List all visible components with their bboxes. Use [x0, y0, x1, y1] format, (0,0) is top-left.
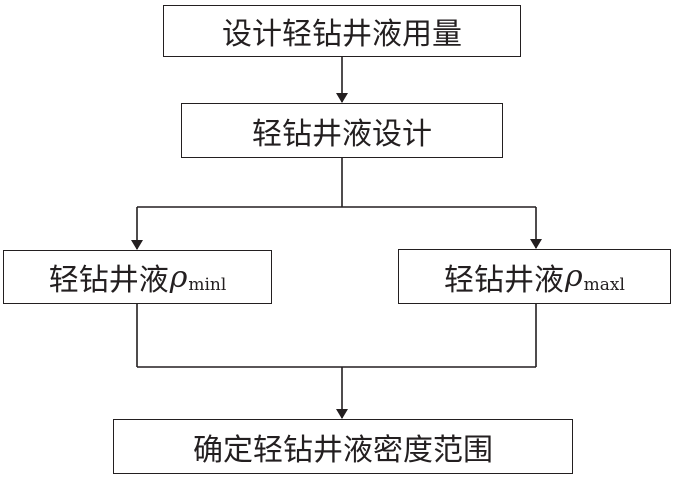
max-subscript: maxl [583, 274, 625, 295]
min-subscript: minl [188, 275, 227, 295]
design-usage-box: 设计轻钻井液用量 [163, 5, 521, 57]
density-range-label: 确定轻钻井液密度范围 [193, 432, 493, 468]
rho-symbol-max: ρ [565, 259, 583, 294]
rho-symbol-min: ρ [169, 259, 188, 295]
max-density-label: 轻钻井液 [444, 262, 565, 298]
design-box: 轻钻井液设计 [181, 103, 503, 158]
min-density-label: 轻钻井液 [48, 263, 169, 298]
density-range-box: 确定轻钻井液密度范围 [113, 419, 573, 474]
design-usage-label: 设计轻钻井液用量 [222, 17, 462, 52]
design-label: 轻钻井液设计 [252, 116, 432, 152]
